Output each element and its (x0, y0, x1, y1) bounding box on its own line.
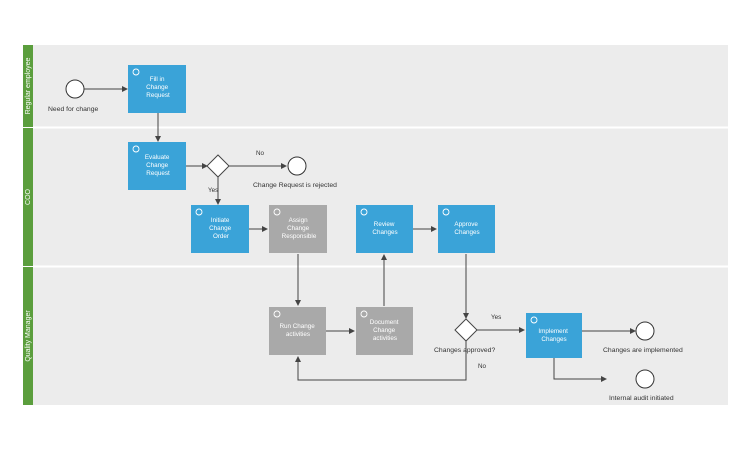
flow-label-no-bottom: No (478, 363, 487, 370)
task-run-change-activities[interactable]: Run Change activities (269, 307, 326, 355)
svg-text:Assign Change Resp: Assign Change Responsible (282, 217, 317, 240)
gateway-changes-approved[interactable] (454, 318, 478, 342)
svg-text:Evaluate Change Re: Evaluate Change Request (145, 154, 171, 177)
end-event-rejected-label: Change Request is rejected (253, 182, 337, 189)
flow-gateway-no-to-run (295, 341, 467, 381)
gateway-approved-label: Changes approved? (434, 347, 495, 354)
end-event-rejected[interactable] (287, 156, 307, 176)
lane-label-coo: COO (25, 188, 32, 205)
svg-text:Document Change ac: Document Change activities (370, 319, 400, 342)
task-implement-changes[interactable]: Implement Changes (526, 313, 582, 358)
end-event-implemented-label: Changes are implemented (603, 347, 683, 354)
svg-text:Fill in Change Req: Fill in Change Request (146, 76, 170, 99)
start-event-label: Need for change (48, 106, 98, 113)
flow-label-yes-bottom: Yes (491, 314, 501, 321)
task-fill-in-change-request[interactable]: Fill in Change Request (128, 65, 186, 113)
lane-label-employee: Regular employee (25, 57, 32, 114)
svg-text:Run Change activities: Run Change activities (279, 323, 316, 338)
start-event-need-for-change[interactable] (65, 79, 85, 99)
svg-text:Initiate Change Or: Initiate Change Order (209, 217, 233, 240)
flow-label-no-top: No (256, 150, 265, 157)
svg-text:Implement Changes: Implement Changes (538, 328, 569, 343)
svg-text:Approve Changes: Approve Changes (454, 221, 479, 236)
task-evaluate-change-request[interactable]: Evaluate Change Request (128, 142, 186, 190)
task-initiate-change-order[interactable]: Initiate Change Order (191, 205, 249, 253)
end-event-audit-label: Internal audit initiated (609, 395, 674, 402)
sequence-flows (84, 86, 636, 382)
end-event-implemented[interactable] (635, 321, 655, 341)
task-approve-changes[interactable]: Approve Changes (438, 205, 495, 253)
task-document-change-activities[interactable]: Document Change activities (356, 307, 413, 355)
lane-label-qm: Quality Manager (25, 310, 32, 362)
flow-implement-to-audit (553, 357, 607, 382)
flow-label-yes-top: Yes (208, 187, 218, 194)
gateway-evaluate[interactable] (206, 154, 230, 178)
end-event-audit[interactable] (635, 369, 655, 389)
task-assign-change-responsible[interactable]: Assign Change Responsible (269, 205, 327, 253)
task-review-changes[interactable]: Review Changes (356, 205, 413, 253)
svg-text:Review Changes: Review Changes (372, 221, 397, 236)
